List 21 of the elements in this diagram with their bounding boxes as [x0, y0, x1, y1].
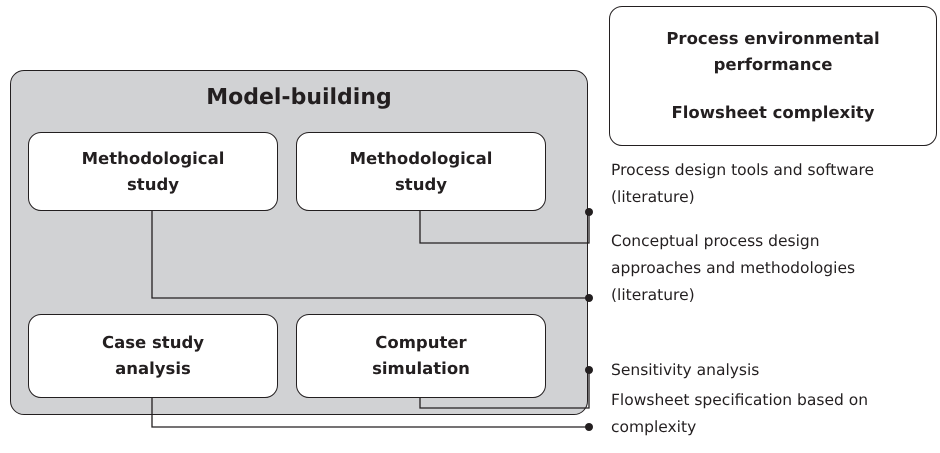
- item-label: Process design tools and software (literature): [611, 160, 876, 208]
- connector-line: [151, 210, 593, 302]
- item-label: Sensitivity analysis: [611, 360, 760, 380]
- box-label: Computer simulation: [371, 332, 471, 380]
- process-box: [296, 314, 546, 398]
- process-box: [28, 132, 278, 211]
- connector-line: [419, 366, 593, 409]
- process-box: [296, 132, 546, 211]
- box-label: Process environmental performance: [665, 28, 881, 76]
- item-label: Flowsheet specification based on complexity: [611, 390, 870, 438]
- group-panel: [10, 70, 588, 415]
- process-box: [28, 314, 278, 398]
- info-box: [609, 6, 937, 146]
- box-label: Flowsheet complexity: [672, 102, 874, 124]
- connector-line: [151, 397, 593, 431]
- box-label: Methodological study: [348, 148, 494, 196]
- box-label: Methodological study: [80, 148, 226, 196]
- group-title: Model-building: [206, 85, 392, 111]
- item-label: Conceptual process design approaches and methodologies (literature): [611, 230, 856, 306]
- box-label: Case study analysis: [100, 332, 206, 380]
- connector-line: [419, 208, 593, 244]
